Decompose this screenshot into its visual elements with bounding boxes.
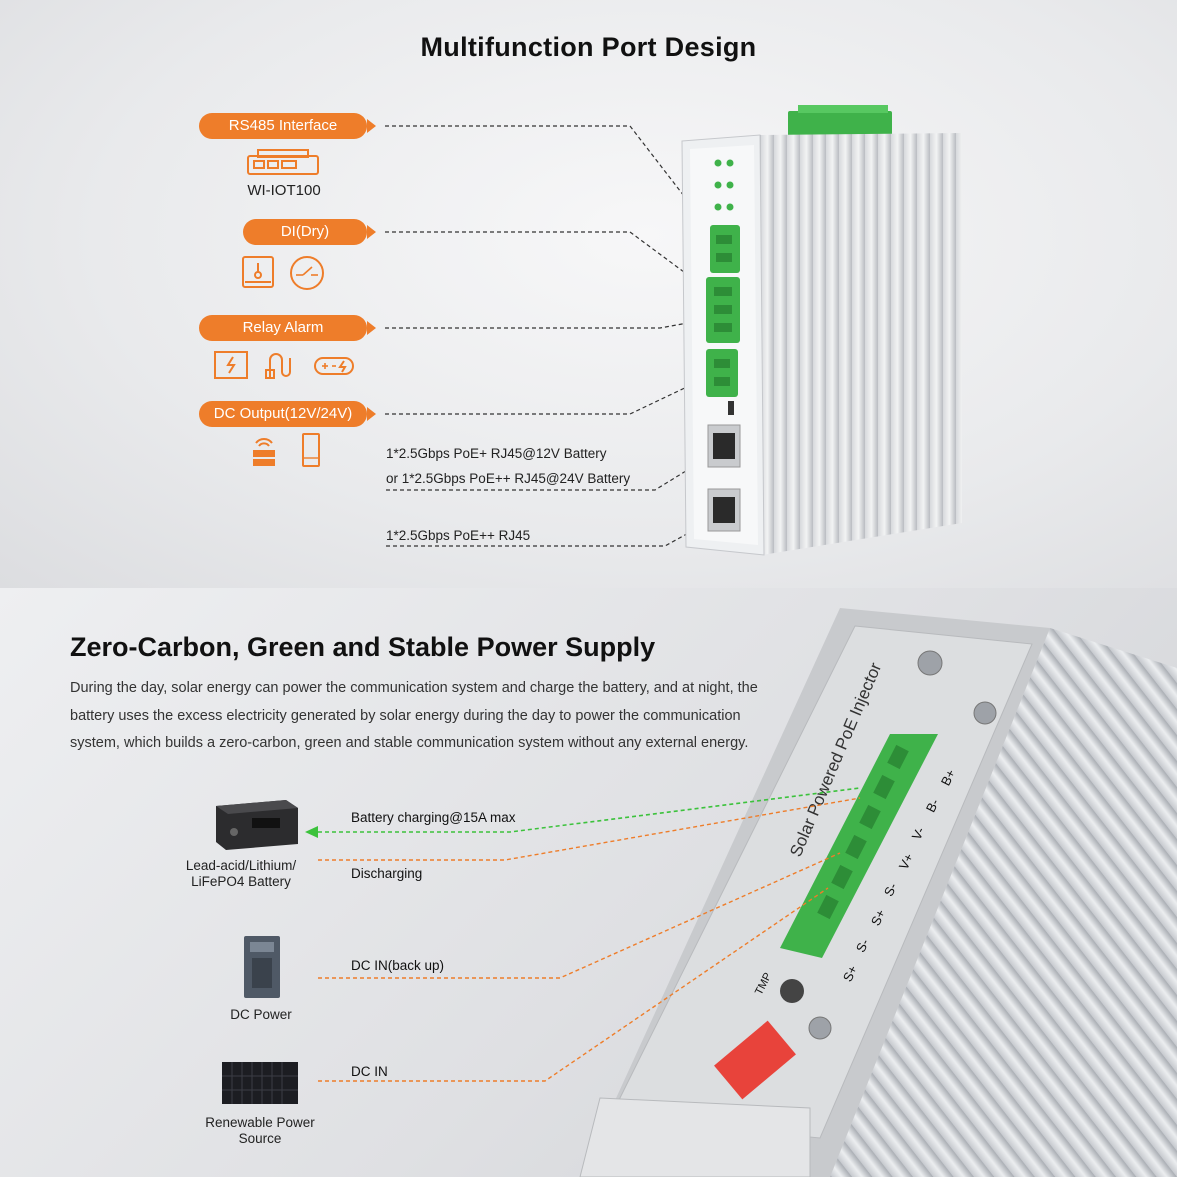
dc-in-line <box>318 887 829 1082</box>
dc-output-label: DC Output(12V/24V) <box>199 401 376 427</box>
description-paragraph: During the day, solar energy can power t… <box>70 680 758 751</box>
charging-line <box>318 787 861 833</box>
renewable-source-label: Renewable Power Source <box>205 1115 315 1146</box>
dc-in-label: DC IN <box>351 1064 388 1079</box>
rj45-24v-note: or 1*2.5Gbps PoE++ RJ45@24V Battery <box>386 471 631 486</box>
leader-rs485 <box>385 125 719 241</box>
charging-label: Battery charging@15A max <box>351 810 516 825</box>
di-dry-label: DI(Dry) <box>243 219 376 245</box>
power-supply-panel: Zero-Carbon, Green and Stable Power Supp… <box>0 588 1177 1177</box>
wifi-router-icon <box>253 438 275 466</box>
rs485-device-name: WI-IOT100 <box>247 182 321 199</box>
leader-rj45 <box>386 519 713 547</box>
dc-power-supply-image <box>244 936 280 998</box>
power-flow-lines <box>305 787 861 1082</box>
discharging-label: Discharging <box>351 866 423 881</box>
rj45-12v-note: 1*2.5Gbps PoE+ RJ45@12V Battery <box>386 446 607 461</box>
power-cabinet-icon <box>214 351 248 379</box>
rs485-interface-label: RS485 Interface <box>199 113 376 139</box>
thermometer-sensor-icon <box>242 256 274 288</box>
dc-backup-label: DC IN(back up) <box>351 958 445 973</box>
rj45-note: 1*2.5Gbps PoE++ RJ45 <box>386 528 531 543</box>
poe-injector-device <box>681 105 962 556</box>
iot-gateway-icon <box>247 149 319 175</box>
charging-arrow <box>305 826 318 838</box>
battery-label: Lead-acid/Lithium/ LiFePO4 Battery <box>185 858 297 889</box>
multifunction-port-panel: Multifunction Port Design RS485 Interfac… <box>0 0 1177 588</box>
leader-relay <box>385 317 716 329</box>
section-title: Zero-Carbon, Green and Stable Power Supp… <box>70 632 656 662</box>
leader-lines <box>385 125 719 547</box>
solar-panel-image <box>222 1062 298 1104</box>
cable-plug-icon <box>265 353 291 379</box>
terminal-blocks <box>706 225 740 397</box>
dc-power-label: DC Power <box>230 1007 292 1022</box>
access-point-icon <box>302 433 320 467</box>
injector-device-closeup: Solar Powered PoE Injector <box>579 608 1177 1177</box>
discharging-line <box>318 797 861 861</box>
section-title: Multifunction Port Design <box>420 32 757 62</box>
dc-backup-line <box>318 852 841 979</box>
relay-alarm-label: Relay Alarm <box>199 315 376 341</box>
leader-di <box>385 231 716 296</box>
leader-dc-output <box>385 374 713 415</box>
battery-icon <box>314 357 354 375</box>
battery-image <box>216 800 298 850</box>
dry-contact-switch-icon <box>290 256 324 290</box>
leader-rj45-battery <box>386 454 713 491</box>
